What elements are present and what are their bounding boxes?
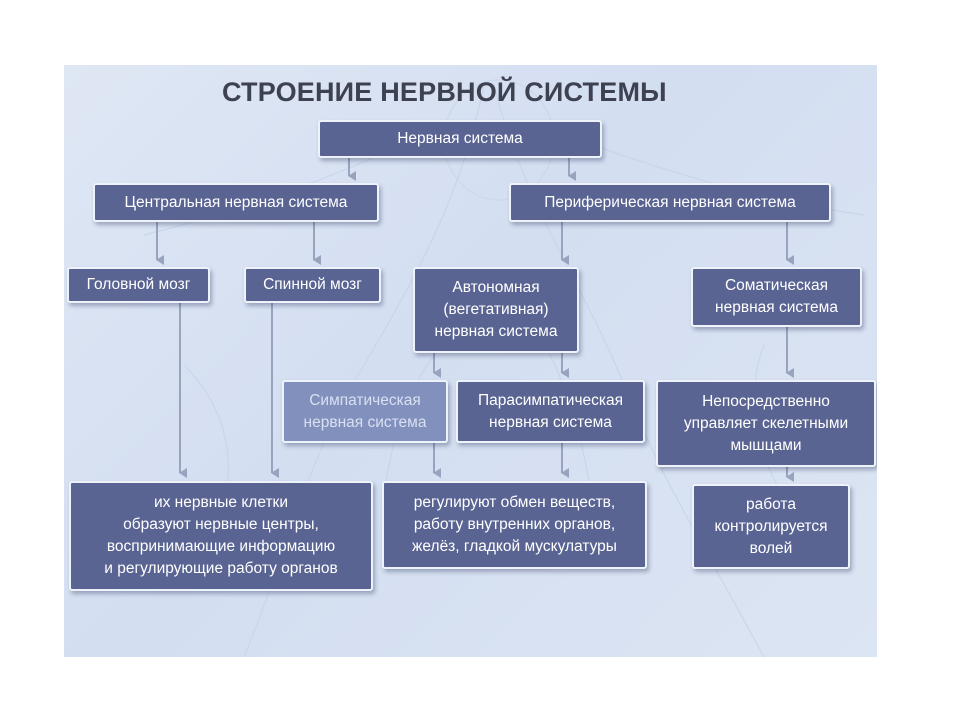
node-cns-function: их нервные клетки образуют нервные центр… — [69, 481, 373, 591]
node-ans-function: регулируют обмен веществ, работу внутрен… — [382, 481, 647, 569]
node-central-nervous-system: Центральная нервная система — [93, 183, 379, 222]
node-somatic-function: работа контролируется волей — [692, 484, 850, 569]
slide: СТРОЕНИЕ НЕРВНОЙ СИСТЕМЫ Нервная система… — [64, 65, 877, 657]
node-parasympathetic-nervous-system: Парасимпатическая нервная система — [456, 380, 645, 443]
node-sympathetic-nervous-system: Симпатическая нервная система — [282, 380, 448, 443]
node-somatic-nervous-system: Соматическая нервная система — [691, 267, 862, 327]
node-nervous-system: Нервная система — [318, 120, 602, 158]
node-direct-muscle-control: Непосредственно управляет скелетными мыш… — [656, 380, 876, 467]
node-brain: Головной мозг — [67, 267, 210, 303]
connector-arrows — [156, 155, 794, 482]
node-peripheral-nervous-system: Периферическая нервная система — [509, 183, 831, 222]
page-title: СТРОЕНИЕ НЕРВНОЙ СИСТЕМЫ — [222, 77, 667, 107]
node-autonomic-nervous-system: Автономная (вегетативная) нервная систем… — [413, 267, 579, 353]
node-spinal-cord: Спинной мозг — [244, 267, 381, 303]
